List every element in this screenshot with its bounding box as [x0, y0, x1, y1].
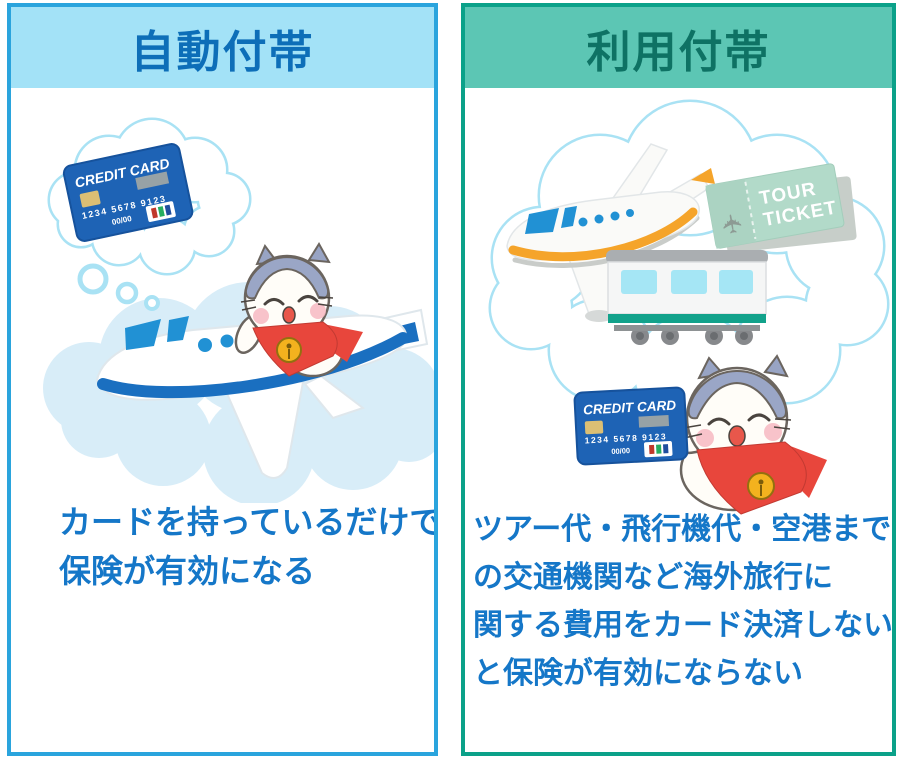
auto-attachment-caption: カードを持っているだけで 保険が有効になる [11, 498, 434, 596]
thought-cloud-icon: CREDIT CARD 1234 5678 9123 00/00 [47, 117, 252, 311]
auto-attachment-illustration: CREDIT CARD 1234 5678 9123 00/00 [43, 117, 434, 503]
caption-line: カードを持っているだけで [59, 504, 434, 540]
caption-line: 関する費用をカード決済しない [473, 609, 892, 642]
usage-attachment-caption: ツアー代・飛行機代・空港まで の交通機関など海外旅行に 関する費用をカード決済し… [465, 506, 892, 698]
caption-line: と保険が有効にならない [473, 657, 803, 690]
auto-attachment-panel: 自動付帯 [7, 3, 438, 756]
caption-line: 保険が有効になる [59, 553, 316, 589]
card-expiry: 00/00 [111, 214, 133, 227]
credit-card-icon: CREDIT CARD 1234 5678 9123 00/00 [573, 386, 689, 466]
auto-attachment-title: 自動付帯 [130, 27, 315, 77]
usage-attachment-body: ✈ TOUR TICKET [465, 88, 892, 752]
cat-mascot-icon [665, 354, 827, 515]
card-expiry: 00/00 [611, 446, 630, 456]
train-icon [606, 250, 768, 345]
caption-line: ツアー代・飛行機代・空港まで [473, 513, 892, 546]
ticket-plane-icon: ✈ [716, 210, 749, 237]
usage-attachment-header: 利用付帯 [465, 7, 892, 88]
usage-attachment-illustration: ✈ TOUR TICKET [488, 99, 890, 515]
cat-mascot-icon [234, 242, 363, 378]
usage-attachment-panel: 利用付帯 [461, 3, 896, 756]
credit-card-icon: CREDIT CARD 1234 5678 9123 00/00 [62, 143, 194, 242]
tour-ticket-icon: ✈ TOUR TICKET [705, 163, 857, 253]
card-label: CREDIT CARD [583, 398, 677, 418]
auto-attachment-body: CREDIT CARD 1234 5678 9123 00/00 [11, 88, 434, 752]
auto-attachment-header: 自動付帯 [11, 7, 434, 88]
card-number: 1234 5678 9123 [584, 431, 667, 445]
caption-line: の交通機関など海外旅行に [473, 561, 833, 594]
usage-attachment-title: 利用付帯 [586, 27, 771, 77]
thought-bubble-trail-icon [77, 263, 160, 311]
